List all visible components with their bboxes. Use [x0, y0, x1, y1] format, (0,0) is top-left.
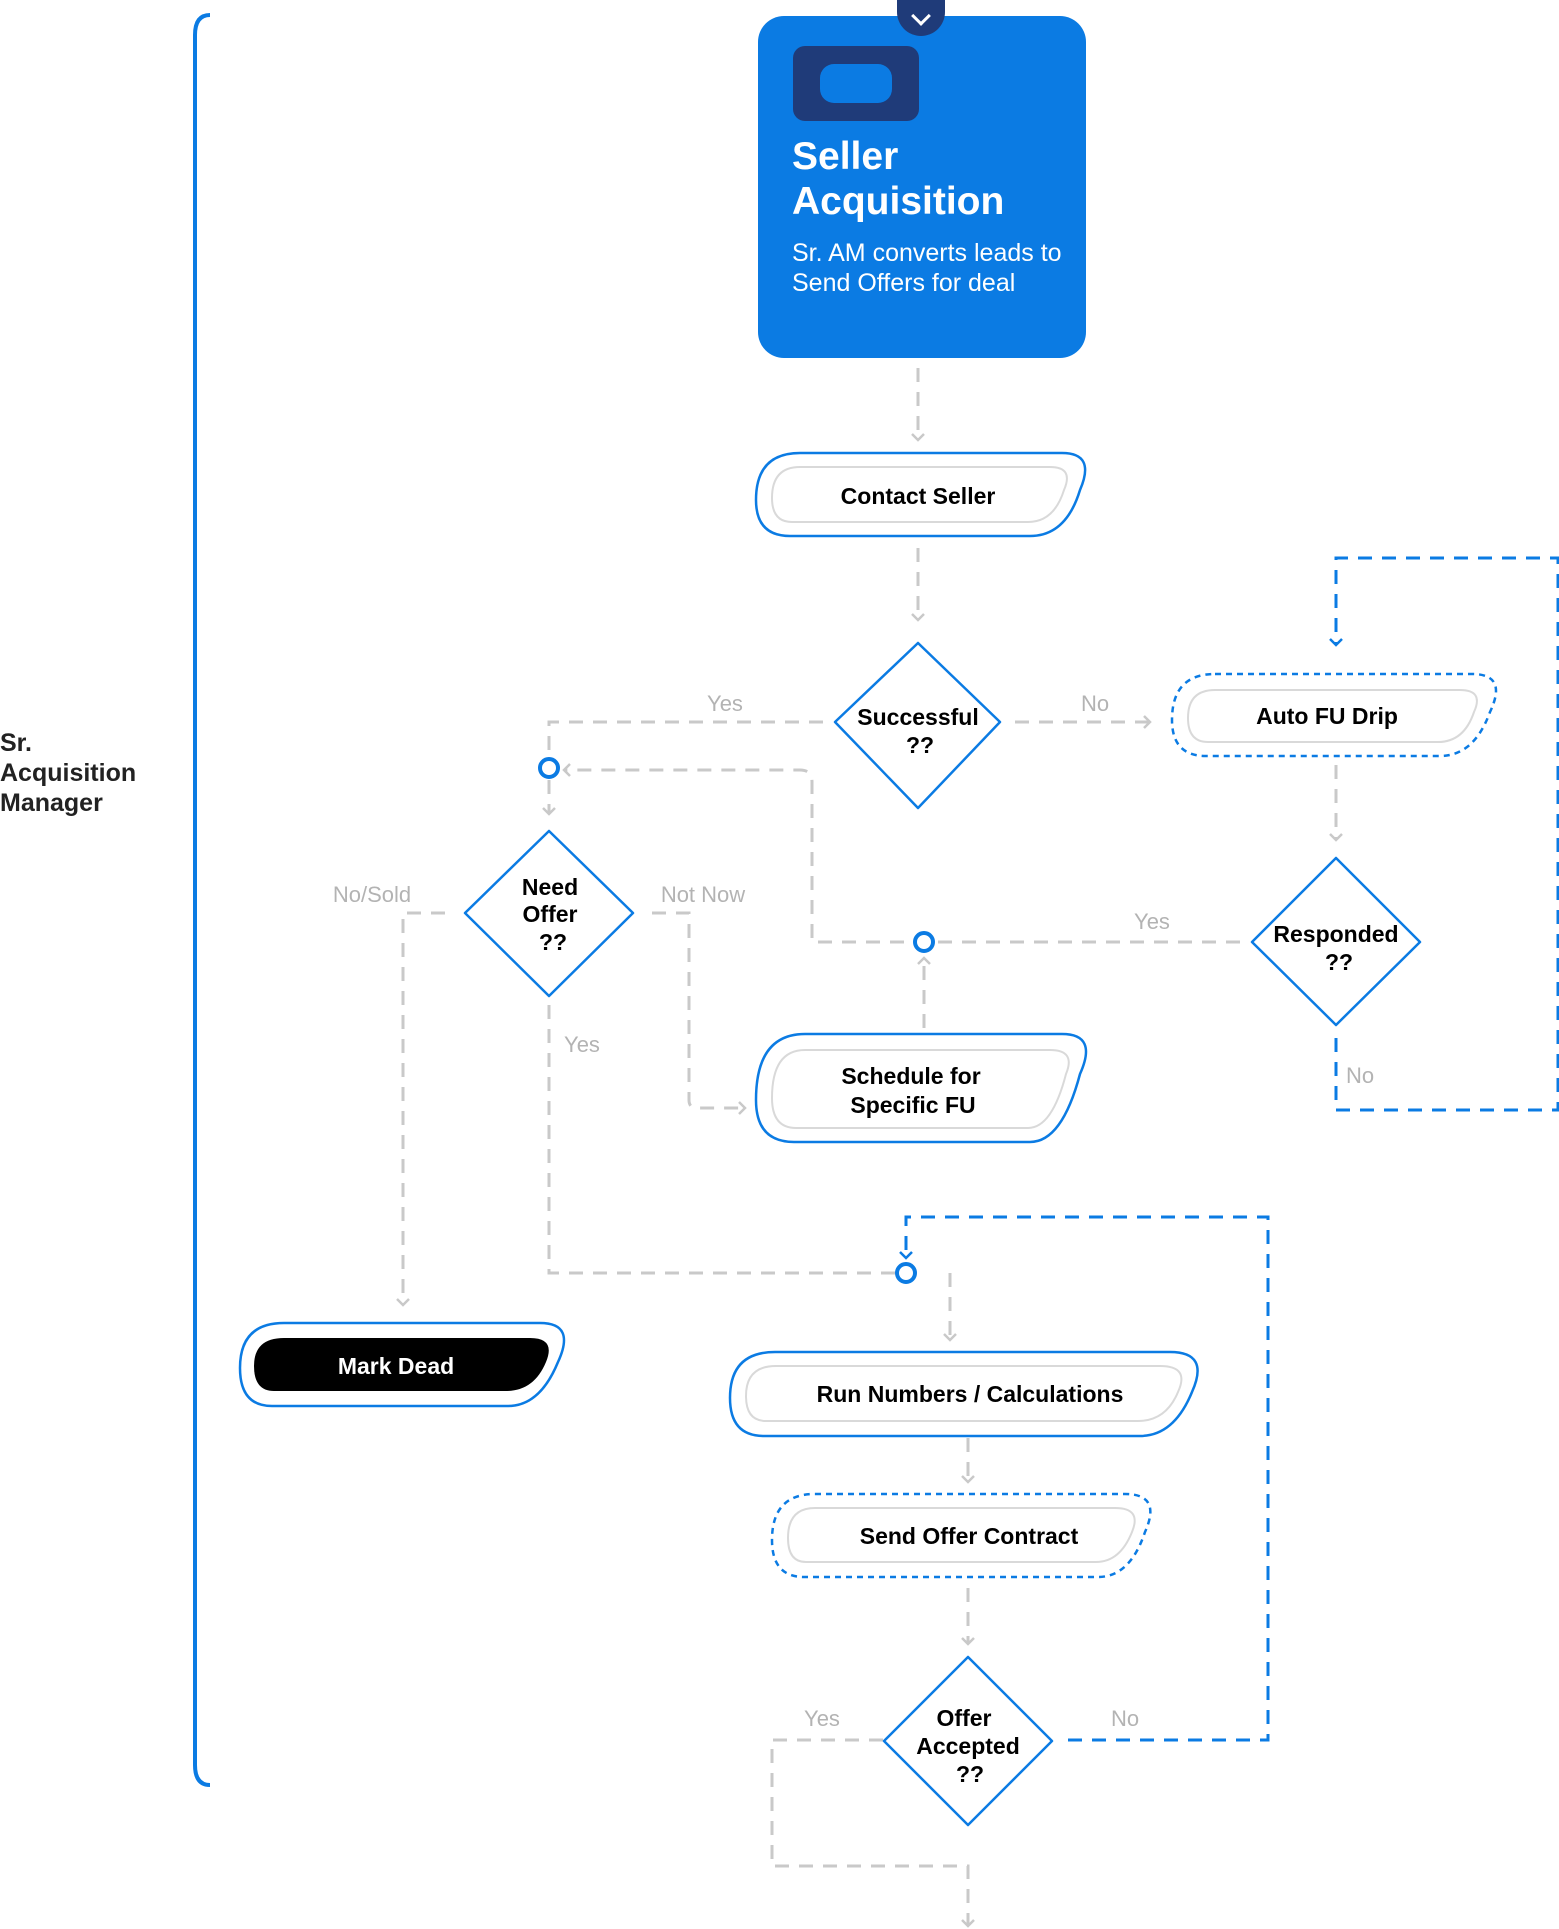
- decision-offer-accepted[interactable]: Offer Accepted ??: [882, 1655, 1054, 1827]
- connector-need-offer-yes: [547, 1005, 895, 1275]
- edge-label-successful-no: No: [1081, 691, 1109, 716]
- stage-header-card: Seller Acquisition Sr. AM converts leads…: [758, 16, 1086, 358]
- lane-label-line: Manager: [0, 789, 103, 817]
- merge-point: [538, 757, 560, 779]
- connector-offer-yes: [770, 1738, 975, 1928]
- connector-successful-yes: [547, 720, 823, 768]
- lane-label-line: Sr.: [0, 729, 32, 757]
- decision-label-line: Offer: [523, 901, 578, 927]
- decision-need-offer[interactable]: Need Offer ??: [463, 829, 635, 998]
- stage-icon: [793, 46, 919, 121]
- edge-label-need-offer-yes: Yes: [564, 1032, 600, 1057]
- edge-label-not-now: Not Now: [661, 882, 745, 907]
- edge-label-offer-yes: Yes: [804, 1706, 840, 1731]
- node-run-numbers[interactable]: Run Numbers / Calculations: [728, 1350, 1199, 1438]
- loop-offer-no: [899, 1215, 1270, 1742]
- node-label-line: Schedule for: [841, 1063, 980, 1089]
- connector-no-sold: [396, 911, 445, 1307]
- node-label-line: Specific FU: [850, 1092, 975, 1118]
- merge-point: [913, 931, 935, 953]
- decision-label-line: Offer: [937, 1705, 992, 1731]
- decision-successful[interactable]: Successful ??: [833, 641, 1002, 810]
- node-label: Auto FU Drip: [1256, 703, 1398, 729]
- node-send-offer-contract[interactable]: Send Offer Contract: [770, 1492, 1152, 1579]
- merge-point: [895, 1262, 917, 1284]
- decision-label-line: Successful: [857, 704, 978, 730]
- stage-title: Seller Acquisition: [792, 135, 1005, 223]
- node-mark-dead[interactable]: Mark Dead: [238, 1321, 566, 1408]
- edge-label-responded-yes: Yes: [1134, 909, 1170, 934]
- node-contact-seller[interactable]: Contact Seller: [754, 451, 1087, 538]
- connector-responded-yes: [562, 763, 1240, 944]
- loop-responded-no: [1329, 556, 1559, 1112]
- connector-not-now: [652, 911, 747, 1115]
- decision-label-line: ??: [539, 929, 567, 955]
- decision-responded[interactable]: Responded ??: [1250, 856, 1422, 1027]
- stage-description: Sr. AM converts leads to Send Offers for…: [792, 239, 1062, 297]
- edge-label-no-sold: No/Sold: [333, 882, 411, 907]
- lane-label-line: Acquisition: [0, 759, 137, 787]
- node-label: Mark Dead: [338, 1353, 454, 1379]
- node-label: Contact Seller: [841, 483, 996, 509]
- decision-label-line: ??: [956, 1761, 984, 1787]
- decision-label-line: ??: [906, 732, 934, 758]
- node-label: Send Offer Contract: [860, 1523, 1079, 1549]
- edge-label-successful-yes: Yes: [707, 691, 743, 716]
- decision-label-line: Responded: [1273, 921, 1398, 947]
- edge-label-responded-no: No: [1346, 1063, 1374, 1088]
- edge-label-offer-no: No: [1111, 1706, 1139, 1731]
- lane-label: Sr. Acquisition Manager: [0, 728, 175, 818]
- decision-label-line: Accepted: [916, 1733, 1020, 1759]
- decision-label-line: ??: [1325, 949, 1353, 975]
- decision-label-line: Need: [522, 874, 578, 900]
- node-auto-fu-drip[interactable]: Auto FU Drip: [1170, 672, 1498, 758]
- lane-bracket: [193, 13, 211, 1787]
- node-schedule-fu[interactable]: Schedule for Specific FU: [754, 1032, 1088, 1144]
- node-label: Run Numbers / Calculations: [817, 1381, 1124, 1407]
